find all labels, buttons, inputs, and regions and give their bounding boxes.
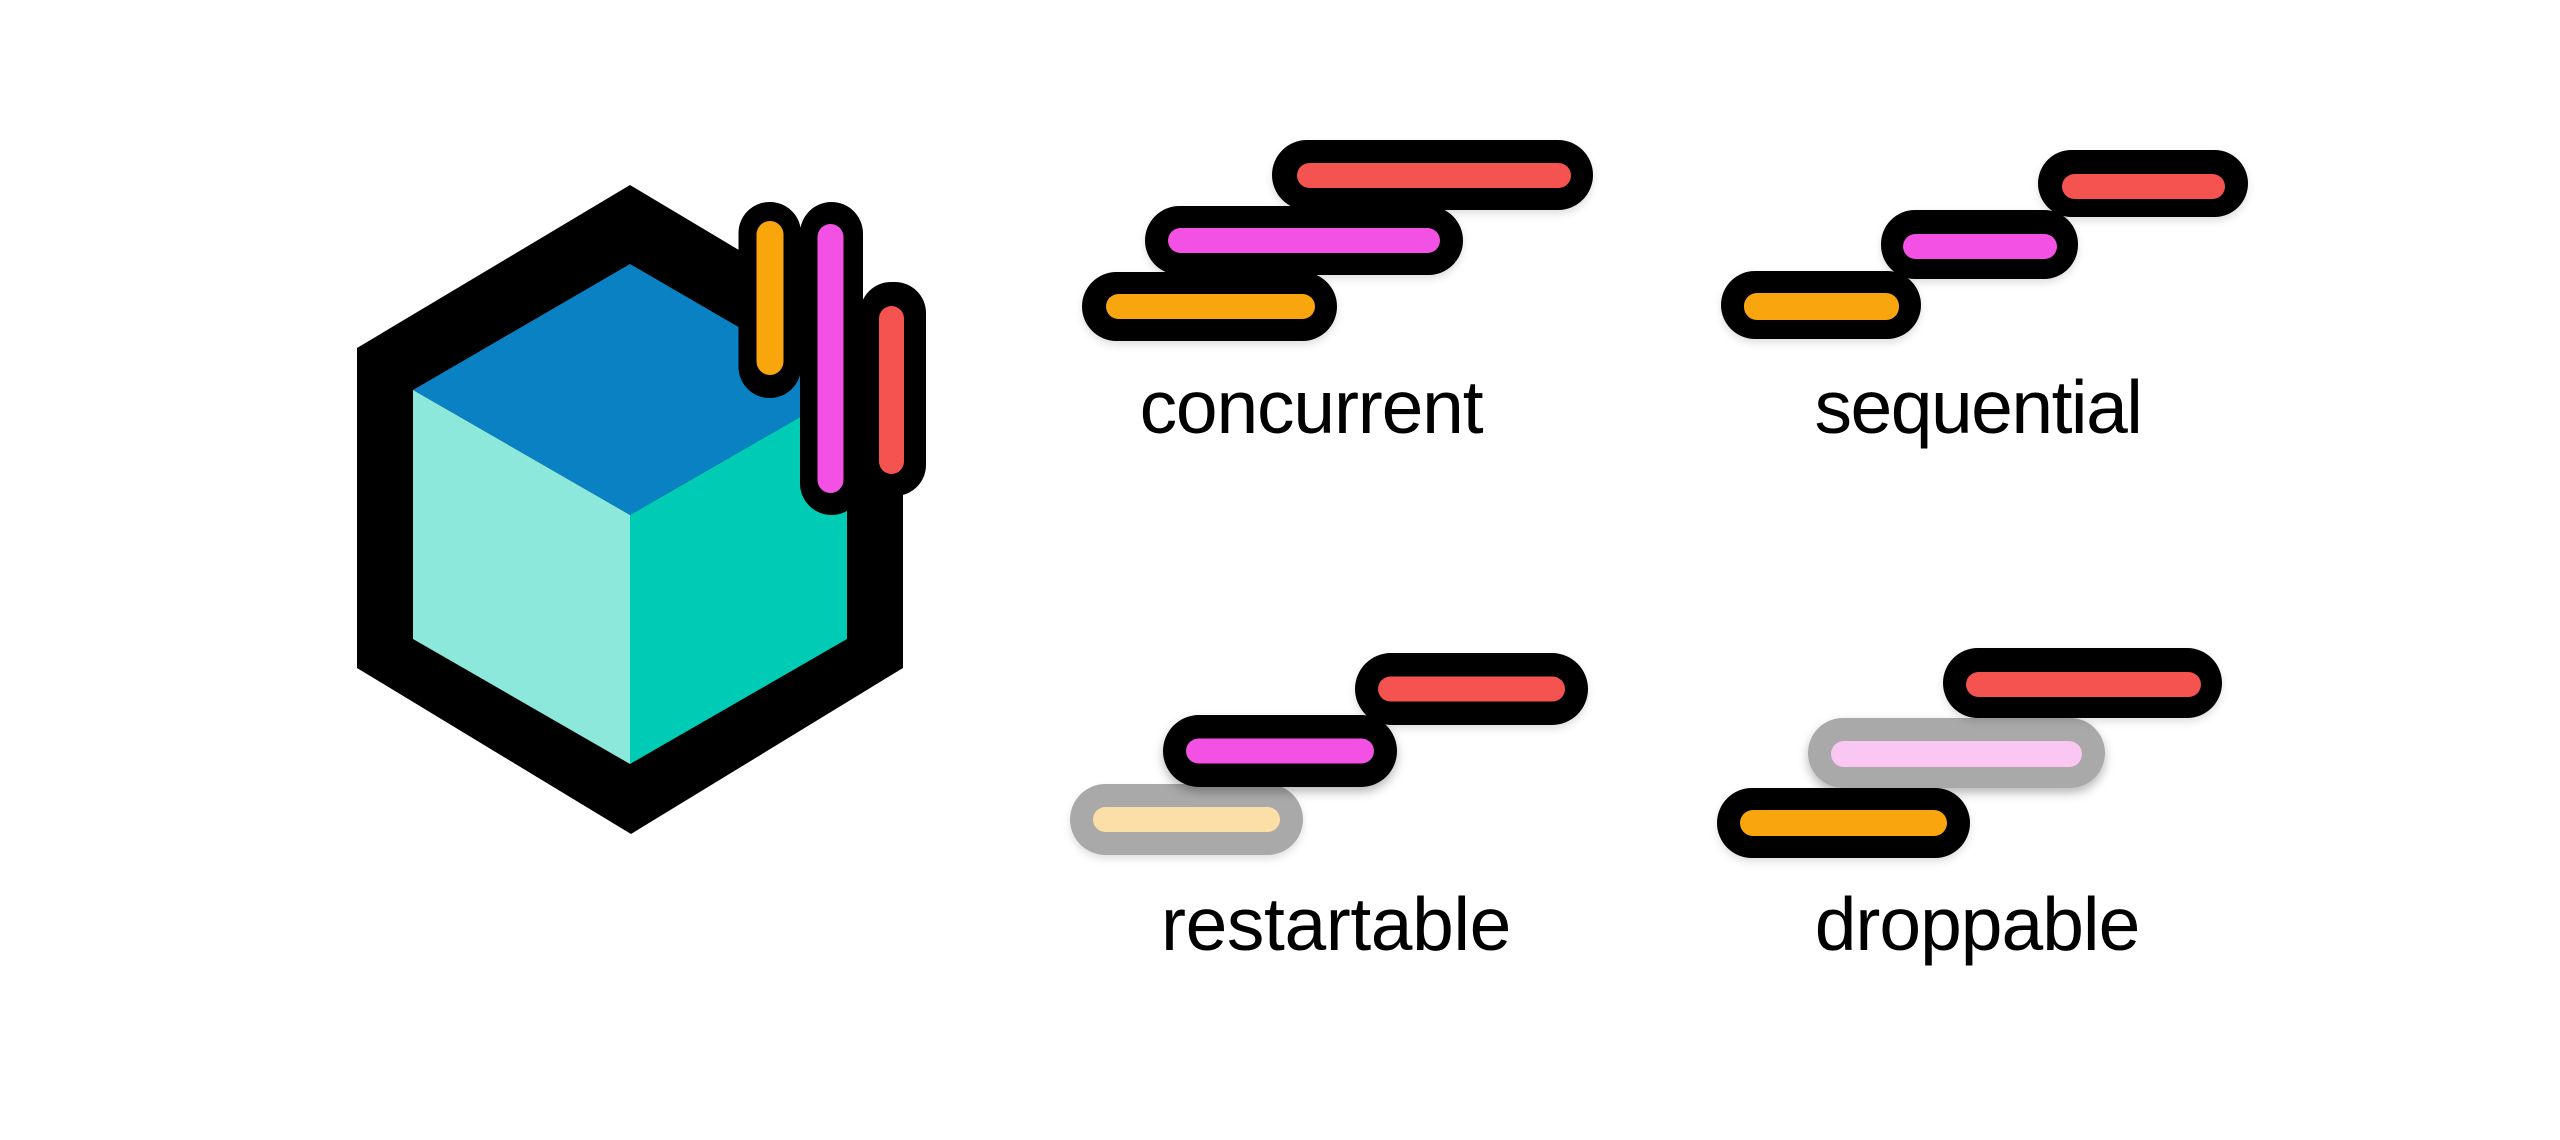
- svg-text:sequential: sequential: [1815, 365, 2142, 449]
- svg-text:concurrent: concurrent: [1140, 365, 1484, 449]
- svg-text:restartable: restartable: [1161, 882, 1511, 966]
- svg-text:droppable: droppable: [1815, 882, 2140, 966]
